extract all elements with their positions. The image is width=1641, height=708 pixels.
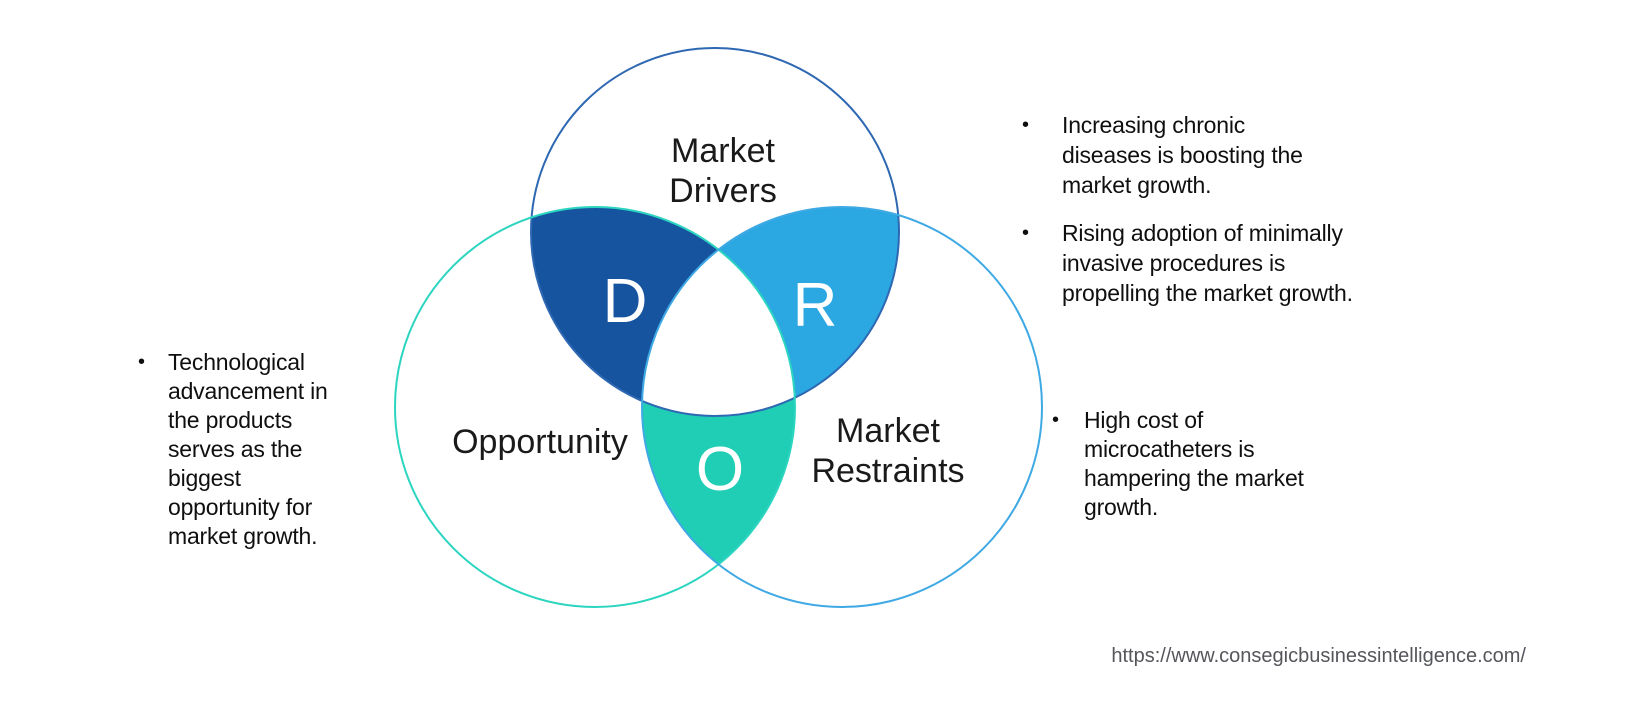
letter-d: D xyxy=(603,267,648,336)
drivers-label-line1: Market xyxy=(671,132,775,170)
letter-r: R xyxy=(793,271,838,340)
drivers-note-item-2: • Rising adoption of minimally invasive … xyxy=(1022,218,1402,308)
restraints-note-list: • High cost of microcatheters is hamperi… xyxy=(1052,406,1352,522)
restraints-note-text: High cost of microcatheters is hampering… xyxy=(1084,407,1304,520)
triple-overlap-center xyxy=(642,207,795,416)
restraints-note-item: • High cost of microcatheters is hamperi… xyxy=(1052,406,1352,522)
restraints-label-line1: Market xyxy=(836,412,940,450)
bullet-dot: • xyxy=(1022,222,1029,244)
opportunity-circle-outline xyxy=(394,206,796,608)
drivers-note-text-1: Increasing chronic diseases is boosting … xyxy=(1062,112,1303,198)
drivers-label-line2: Drivers xyxy=(669,172,777,210)
drivers-note-list: • Increasing chronic diseases is boostin… xyxy=(1022,110,1402,308)
opportunity-label: Opportunity xyxy=(452,423,628,461)
opportunity-note-list: • Technological advancement in the produ… xyxy=(138,348,378,551)
opportunity-note-item: • Technological advancement in the produ… xyxy=(138,348,378,551)
bullet-dot: • xyxy=(138,351,145,373)
drivers-note-item-1: • Increasing chronic diseases is boostin… xyxy=(1022,110,1402,200)
restraints-circle-outline xyxy=(641,206,1043,608)
source-url: https://www.consegicbusinessintelligence… xyxy=(1111,645,1526,667)
drivers-circle-outline xyxy=(530,47,900,417)
restraints-label-line2: Restraints xyxy=(811,452,964,490)
opportunity-note-text: Technological advancement in the product… xyxy=(168,349,328,549)
bullet-dot: • xyxy=(1022,114,1029,136)
bullet-dot: • xyxy=(1052,409,1059,431)
letter-o: O xyxy=(696,435,744,504)
drivers-note-text-2: Rising adoption of minimally invasive pr… xyxy=(1062,220,1353,306)
